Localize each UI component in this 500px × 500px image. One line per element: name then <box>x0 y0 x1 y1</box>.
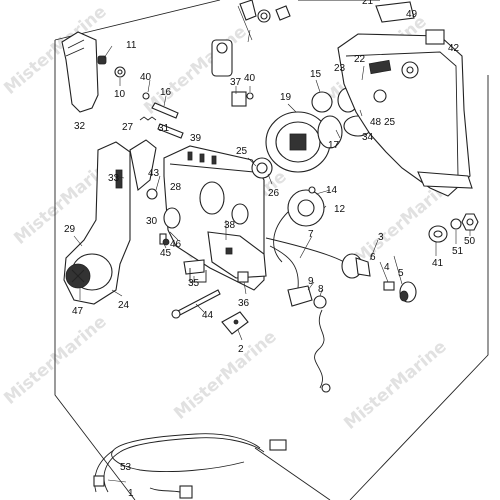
warning-buzzer <box>273 186 325 263</box>
callout-label: 1 <box>128 488 134 499</box>
callout-label: 3 <box>378 232 384 243</box>
callout-label: 46 <box>170 239 182 250</box>
callout-label: 35 <box>188 278 200 289</box>
washer-and-spring <box>251 157 273 179</box>
callout-label: 24 <box>118 300 130 311</box>
callout-label: 22 <box>354 54 366 65</box>
callout-label: 36 <box>238 298 250 309</box>
callout-label: 40 <box>244 73 256 84</box>
neutral-lock-parts <box>146 188 205 275</box>
main-switch <box>265 237 417 303</box>
watermark-text: MisterMarine <box>170 327 280 424</box>
callout-label: 17 <box>328 140 340 151</box>
callout-label: 9 <box>308 276 314 287</box>
callout-label: 19 <box>280 92 292 103</box>
callout-label: 29 <box>64 224 76 235</box>
callout-label: 43 <box>148 168 160 179</box>
callout-label: 49 <box>406 9 418 20</box>
callout-label: 33 <box>108 173 120 184</box>
callout-label: 30 <box>146 216 158 227</box>
leader-lines <box>73 45 471 483</box>
callout-label: 21 <box>362 0 374 7</box>
callout-label: 41 <box>432 258 444 269</box>
callout-label: 5 <box>398 268 404 279</box>
callout-label: 45 <box>160 248 172 259</box>
callout-label: 23 <box>334 63 346 74</box>
top-bracket-parts <box>211 0 291 107</box>
watermark-text: MisterMarine <box>340 337 450 434</box>
callout-label: 10 <box>114 89 126 100</box>
callout-label: 14 <box>326 185 338 196</box>
callout-labels: 21 49 42 11 40 37 40 10 16 15 22 23 19 4… <box>64 0 476 499</box>
wiring-harness <box>93 433 287 499</box>
callout-label: 34 <box>362 132 374 143</box>
callout-label: 6 <box>370 252 376 263</box>
throttle-lever-arm <box>63 139 157 305</box>
callout-label: 44 <box>202 310 214 321</box>
side-cover-plate <box>337 1 473 197</box>
callout-label: 25 <box>384 117 396 128</box>
callout-label: 42 <box>448 43 460 54</box>
watermark-text: MisterMarine <box>0 312 110 409</box>
housing-bracket <box>207 231 267 279</box>
callout-label: 48 <box>370 117 382 128</box>
callout-label: 47 <box>72 306 84 317</box>
callout-label: 51 <box>452 246 464 257</box>
long-screw <box>171 271 249 335</box>
callout-label: 40 <box>140 72 152 83</box>
callout-label: 2 <box>238 344 244 355</box>
callout-label: 11 <box>126 40 137 51</box>
control-lever-grip <box>61 31 126 113</box>
callout-label: 15 <box>310 69 322 80</box>
callout-label: 31 <box>158 123 170 134</box>
callout-label: 53 <box>120 462 132 473</box>
assembly-frame <box>54 0 489 500</box>
callout-label: 38 <box>224 220 236 231</box>
callout-label: 16 <box>160 87 172 98</box>
callout-label: 4 <box>384 262 390 273</box>
callout-label: 28 <box>170 182 182 193</box>
callout-label: 7 <box>308 229 314 240</box>
callout-label: 39 <box>190 133 202 144</box>
retaining-clip <box>189 268 207 283</box>
knob-and-washers <box>428 213 479 243</box>
callout-label: 12 <box>334 204 346 215</box>
callout-label: 27 <box>122 122 134 133</box>
callout-label: 26 <box>268 188 280 199</box>
callout-label: 8 <box>318 284 324 295</box>
cam-disc-assembly <box>265 87 373 173</box>
small-pins <box>139 92 184 139</box>
callout-label: 50 <box>464 236 476 247</box>
callout-label: 37 <box>230 77 242 88</box>
emergency-stop-switch <box>269 245 331 393</box>
callout-label: 25 <box>236 146 248 157</box>
callout-label: 32 <box>74 121 86 132</box>
